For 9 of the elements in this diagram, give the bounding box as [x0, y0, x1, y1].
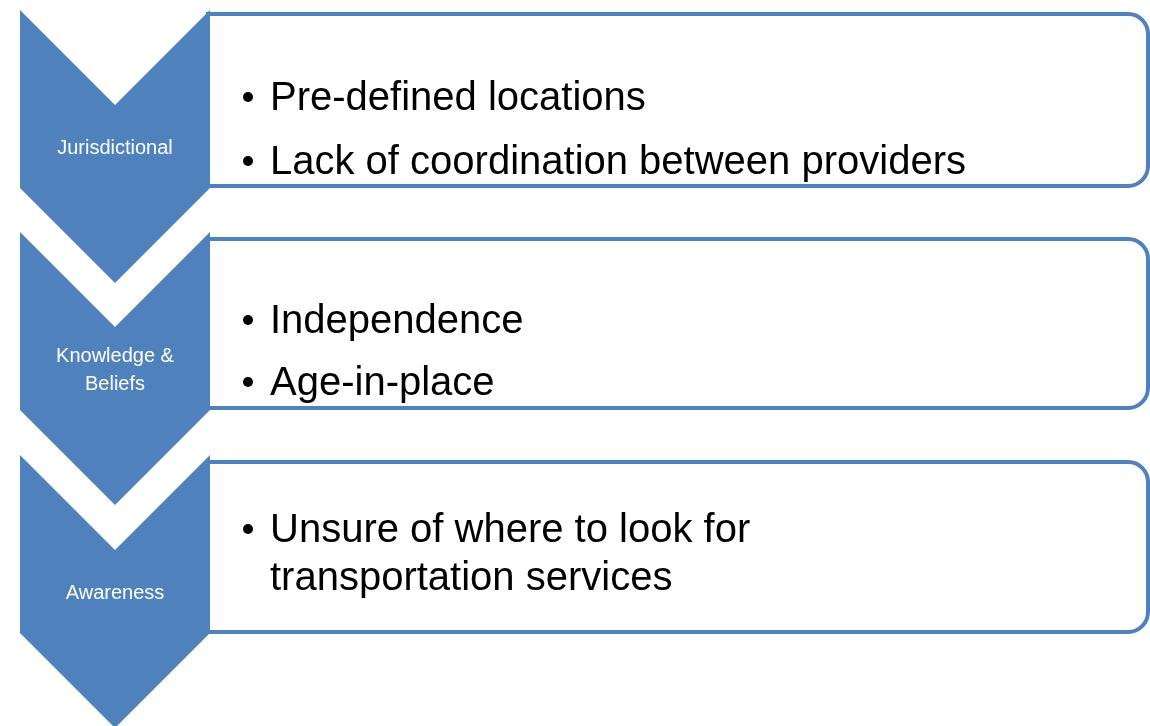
bullet-text: Independence	[270, 296, 525, 343]
bullet-text: Pre-defined locations	[270, 73, 647, 120]
content-box	[206, 12, 1150, 188]
stage-label: Knowledge & Beliefs	[55, 343, 175, 396]
bullet-text: Unsure of where to look for transportation services	[270, 505, 752, 600]
bullet-text: Lack of coordination between providers	[270, 137, 967, 184]
stage-label: Awareness	[64, 580, 166, 605]
stage-label: Jurisdictional	[56, 135, 174, 160]
bullet-text: Age-in-place	[270, 358, 496, 405]
